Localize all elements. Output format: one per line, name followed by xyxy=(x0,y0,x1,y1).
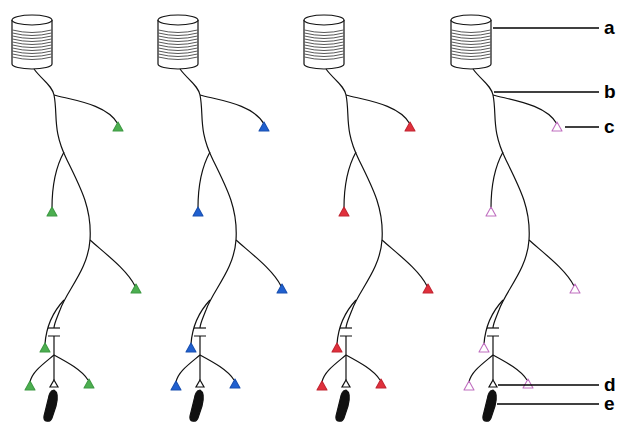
neuron-figure xyxy=(158,15,287,421)
callout-letter: b xyxy=(603,82,617,101)
callout-letter: e xyxy=(603,394,616,413)
neuron-figure xyxy=(12,15,141,421)
neuron-figure xyxy=(304,15,433,421)
leader-lines xyxy=(493,28,599,404)
callout-letter: d xyxy=(603,375,617,394)
callout-letter: c xyxy=(603,117,616,136)
neuron-figure xyxy=(451,15,580,421)
callout-letter: a xyxy=(603,18,616,37)
